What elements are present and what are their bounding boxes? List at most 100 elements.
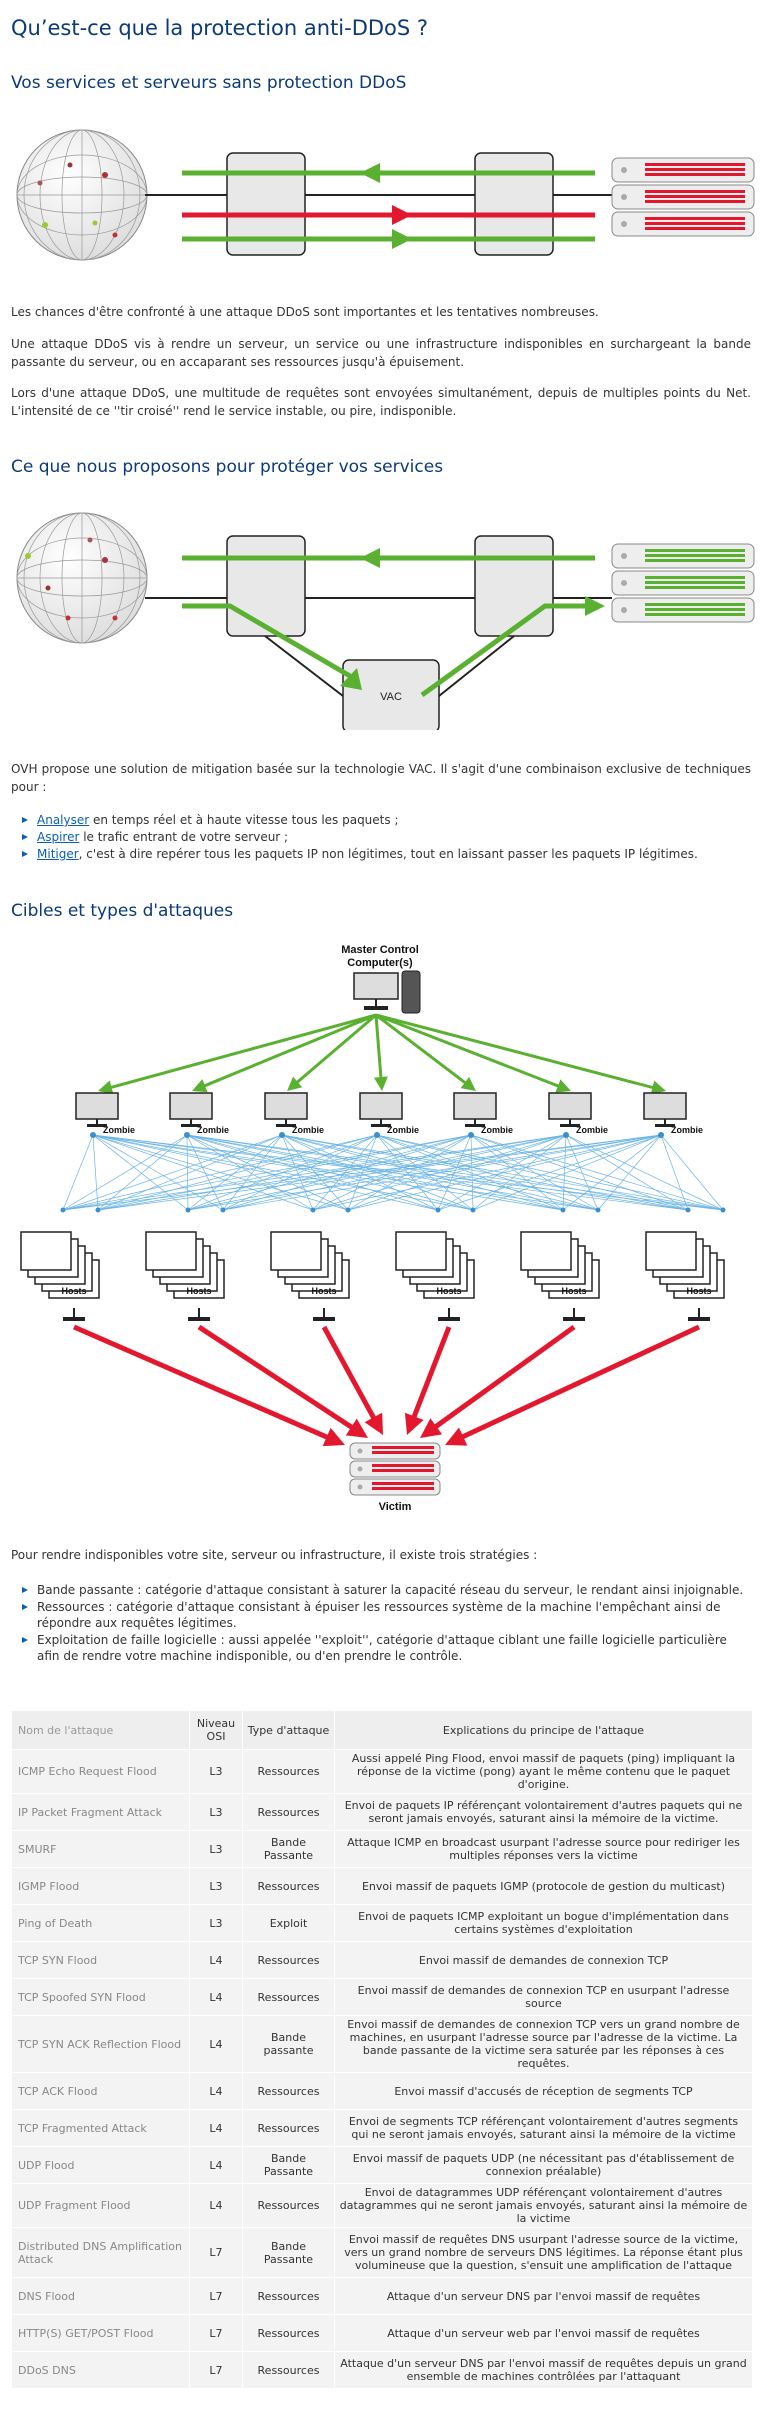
attack-name-cell: IP Packet Fragment Attack [11,1793,190,1831]
explanation-cell: Envoi de paquets ICMP exploitant un bogu… [334,1904,753,1942]
attack-type-cell: Ressources [242,2314,335,2352]
hosts-computers-icon: Hosts [270,1231,350,1321]
attack-type-cell: Ressources [242,1793,335,1831]
attack-name-cell: UDP Fragment Flood [11,2183,190,2228]
attack-type-cell: Ressources [242,2072,335,2110]
master-label: Master Control [341,944,419,956]
attack-arrow [409,1326,452,1423]
server-stack-icon [611,157,755,237]
section2-heading: Ce que nous proposons pour protéger vos … [11,457,444,477]
explanation-cell: Envoi de datagrammes UDP référençant vol… [334,2183,753,2228]
explanation-cell: Envoi de segments TCP référençant volont… [334,2109,753,2147]
section1-paragraph-1: Les chances d'être confronté à une attaq… [11,305,599,319]
osi-level-cell: L4 [189,2109,243,2147]
attack-type-cell: Ressources [242,2183,335,2228]
victim-server-icon [349,1442,441,1496]
attack-arrow-head [364,1412,383,1435]
hosts-computers-icon: Hosts [645,1231,725,1321]
zombie-computer-icon: Zombie [264,1092,324,1138]
attack-name-cell: HTTP(S) GET/POST Flood [11,2314,190,2352]
explanation-cell: Envoi massif de demandes de connexion TC… [334,2015,753,2073]
attack-name-cell: Distributed DNS Amplification Attack [11,2227,190,2278]
attack-name-cell: DNS Flood [11,2277,190,2315]
list-item: Analyser en temps réel et à haute vitess… [11,812,746,828]
page-title: Qu’est-ce que la protection anti-DDoS ? [11,16,429,40]
attack-arrow-head [322,1427,345,1447]
col-header-osi: Niveau OSI [189,1710,243,1750]
explanation-cell: Envoi massif d'accusés de réception de s… [334,2072,753,2110]
explanation-cell: Envoi de paquets IP référençant volontai… [334,1793,753,1831]
osi-level-cell: L7 [189,2227,243,2278]
vac-label: VAC [380,691,402,703]
command-arrow [107,1013,377,1090]
zombie-label: Zombie [197,1125,229,1135]
table-header-row: Nom de l'attaque Niveau OSI Type d'attaq… [11,1710,753,1750]
hosts-label: Hosts [436,1286,461,1296]
globe-icon [16,129,148,261]
attack-arrow-head [404,1412,424,1435]
hosts-computers-icon: Hosts [395,1231,475,1321]
zombie-computer-icon: Zombie [359,1092,419,1138]
server-stack-icon [611,543,755,623]
hosts-computers-icon: Hosts [145,1231,225,1321]
diagram-no-protection [16,129,755,261]
section1-paragraph-2: Une attaque DDoS vis à rendre un serveur… [11,337,751,369]
zombie-computer-icon: Zombie [643,1092,703,1138]
col-header-explanation: Explications du principe de l'attaque [334,1710,753,1750]
master-label-2: Computer(s) [347,957,413,969]
osi-level-cell: L4 [189,1941,243,1979]
attack-name-cell: TCP Spoofed SYN Flood [11,1978,190,2016]
explanation-cell: Envoi massif de paquets IGMP (protocole … [334,1867,753,1905]
analyser-link[interactable]: Analyser [37,813,90,827]
attack-name-cell: TCP SYN ACK Reflection Flood [11,2015,190,2073]
hosts-label: Hosts [186,1286,211,1296]
command-arrow [375,1013,657,1090]
command-arrow-head [650,1080,666,1095]
aspirer-link[interactable]: Aspirer [37,830,80,844]
zombie-computer-icon: Zombie [548,1092,608,1138]
attack-type-cell: Ressources [242,1749,335,1794]
attack-types-table: Nom de l'attaque Niveau OSI Type d'attaq… [11,1710,753,2389]
command-arrow-head [373,1076,388,1091]
globe-icon [16,512,148,644]
osi-level-cell: L3 [189,1904,243,1942]
section3-intro: Pour rendre indisponibles votre site, se… [11,1548,538,1562]
command-arrow [200,1013,377,1089]
attack-arrow-head [445,1427,468,1446]
command-arrow [375,1013,469,1087]
osi-level-cell: L3 [189,1830,243,1868]
command-arrow-head [287,1076,303,1091]
attack-arrow [321,1325,379,1424]
command-arrow [293,1013,377,1086]
attack-type-cell: Bande Passante [242,2146,335,2184]
attack-arrow-head [420,1418,443,1438]
command-arrow [374,1014,383,1082]
attack-type-cell: Ressources [242,1867,335,1905]
hosts-label: Hosts [61,1286,86,1296]
zombie-computer-icon: Zombie [75,1092,135,1138]
attack-arrow [456,1324,701,1442]
attack-name-cell: Ping of Death [11,1904,190,1942]
attack-type-cell: Exploit [242,1904,335,1942]
explanation-cell: Envoi massif de demandes de connexion TC… [334,1941,753,1979]
explanation-cell: Aussi appelé Ping Flood, envoi massif de… [334,1749,753,1794]
attack-arrow-head [345,1418,368,1438]
osi-level-cell: L7 [189,2351,243,2389]
section2-intro: OVH propose une solution de mitigation b… [11,762,751,794]
osi-level-cell: L4 [189,2015,243,2073]
list-item: Aspirer le trafic entrant de votre serve… [11,829,746,845]
mitiger-link[interactable]: Mitiger [37,847,79,861]
